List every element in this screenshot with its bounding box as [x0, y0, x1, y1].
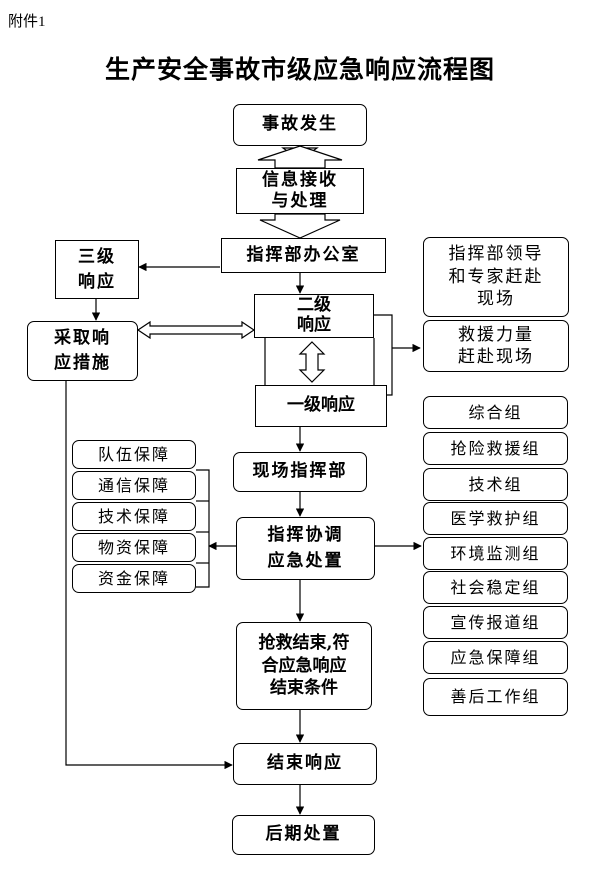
group-item: 应急保障组 — [423, 641, 568, 674]
group-item-label: 善后工作组 — [450, 687, 541, 706]
group-item-label: 抢险救援组 — [450, 438, 541, 458]
support-item-label: 技术保障 — [97, 506, 170, 526]
support-item-label: 资金保障 — [97, 568, 170, 588]
group-item: 医学救护组 — [423, 502, 568, 535]
page-title: 生产安全事故市级应急响应流程图 — [104, 55, 495, 84]
leaders-label: 指挥部领导 和专家赶赴 现场 — [448, 243, 544, 310]
support-item: 技术保障 — [72, 502, 196, 531]
group-item-label: 应急保障组 — [450, 647, 541, 667]
group-item: 技术组 — [423, 468, 568, 501]
rescue-end-box: 抢救结束,符 合应急响应 结束条件 — [236, 622, 372, 710]
group-item-label: 宣传报道组 — [450, 612, 541, 632]
measures-box: 采取响 应措施 — [27, 321, 138, 381]
level1-box: 一级响应 — [255, 385, 387, 427]
group-item-label: 环境监测组 — [450, 543, 541, 563]
group-item: 抢险救援组 — [423, 432, 568, 465]
field-command-box: 现场指挥部 — [233, 452, 367, 492]
group-item: 社会稳定组 — [423, 571, 568, 604]
support-item: 通信保障 — [72, 471, 196, 500]
incident-box: 事故发生 — [233, 104, 367, 146]
support-item: 物资保障 — [72, 533, 196, 562]
end-response-label: 结束响应 — [267, 753, 343, 774]
measures-label: 采取响 应措施 — [54, 328, 111, 373]
level3-label: 三级 响应 — [78, 246, 116, 292]
field-command-label: 现场指挥部 — [252, 461, 348, 482]
group-item: 综合组 — [423, 396, 568, 429]
leaders-box: 指挥部领导 和专家赶赴 现场 — [423, 237, 569, 317]
attachment-label: 附件1 — [8, 14, 46, 30]
info-handling-label: 信息接收 与处理 — [262, 169, 338, 211]
support-item: 队伍保障 — [72, 440, 196, 469]
coordination-box: 指挥协调 应急处置 — [236, 517, 375, 580]
rescue-force-box: 救援力量 赶赴现场 — [423, 320, 569, 372]
double-arrow-upper — [257, 145, 343, 169]
rescue-end-label: 抢救结束,符 合应急响应 结束条件 — [258, 632, 350, 699]
measures-to-end-arrow — [65, 381, 233, 770]
coordination-label: 指挥协调 应急处置 — [267, 525, 344, 571]
support-bracket — [196, 469, 210, 588]
end-response-box: 结束响应 — [233, 743, 377, 785]
incident-label: 事故发生 — [262, 114, 338, 135]
group-item-label: 技术组 — [468, 474, 523, 494]
level1-label: 一级响应 — [287, 395, 355, 416]
command-office-label: 指挥部办公室 — [246, 244, 361, 265]
group-item: 环境监测组 — [423, 537, 568, 570]
aftermath-label: 后期处置 — [265, 824, 342, 845]
support-item-label: 物资保障 — [97, 537, 170, 557]
info-office-hollow-arrow — [259, 213, 341, 239]
support-item-label: 通信保障 — [97, 475, 170, 495]
levels-bracket — [374, 314, 393, 396]
support-item: 资金保障 — [72, 564, 196, 593]
level3-box: 三级 响应 — [55, 240, 139, 299]
info-handling-box: 信息接收 与处理 — [236, 168, 364, 214]
group-item: 善后工作组 — [423, 678, 568, 716]
command-office-box: 指挥部办公室 — [221, 238, 386, 273]
group-item-label: 社会稳定组 — [450, 577, 541, 597]
rescue-force-label: 救援力量 赶赴现场 — [458, 324, 534, 367]
aftermath-box: 后期处置 — [232, 815, 375, 855]
level2-box: 二级 响应 — [254, 294, 374, 338]
measures-level2-double-arrow — [136, 320, 256, 340]
level2-level1-double-arrow — [298, 341, 326, 383]
group-item: 宣传报道组 — [423, 606, 568, 639]
support-item-label: 队伍保障 — [97, 444, 170, 464]
level2-label: 二级 响应 — [297, 295, 331, 335]
group-item-label: 医学救护组 — [450, 508, 541, 528]
group-item-label: 综合组 — [468, 402, 523, 422]
